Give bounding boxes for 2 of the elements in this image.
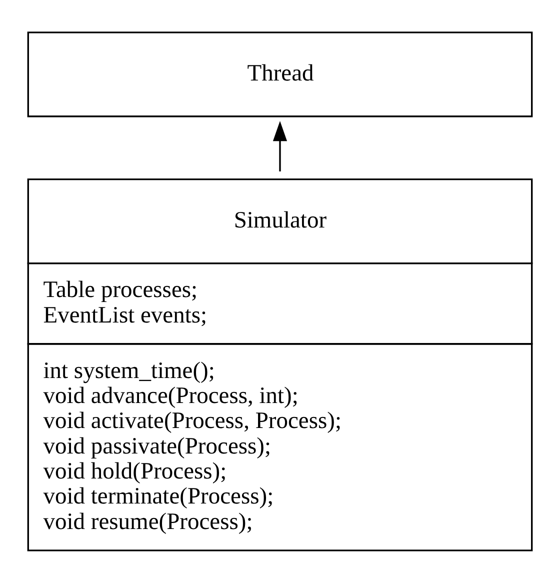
arrow xyxy=(272,120,288,171)
node-box: Thread xyxy=(27,31,533,117)
